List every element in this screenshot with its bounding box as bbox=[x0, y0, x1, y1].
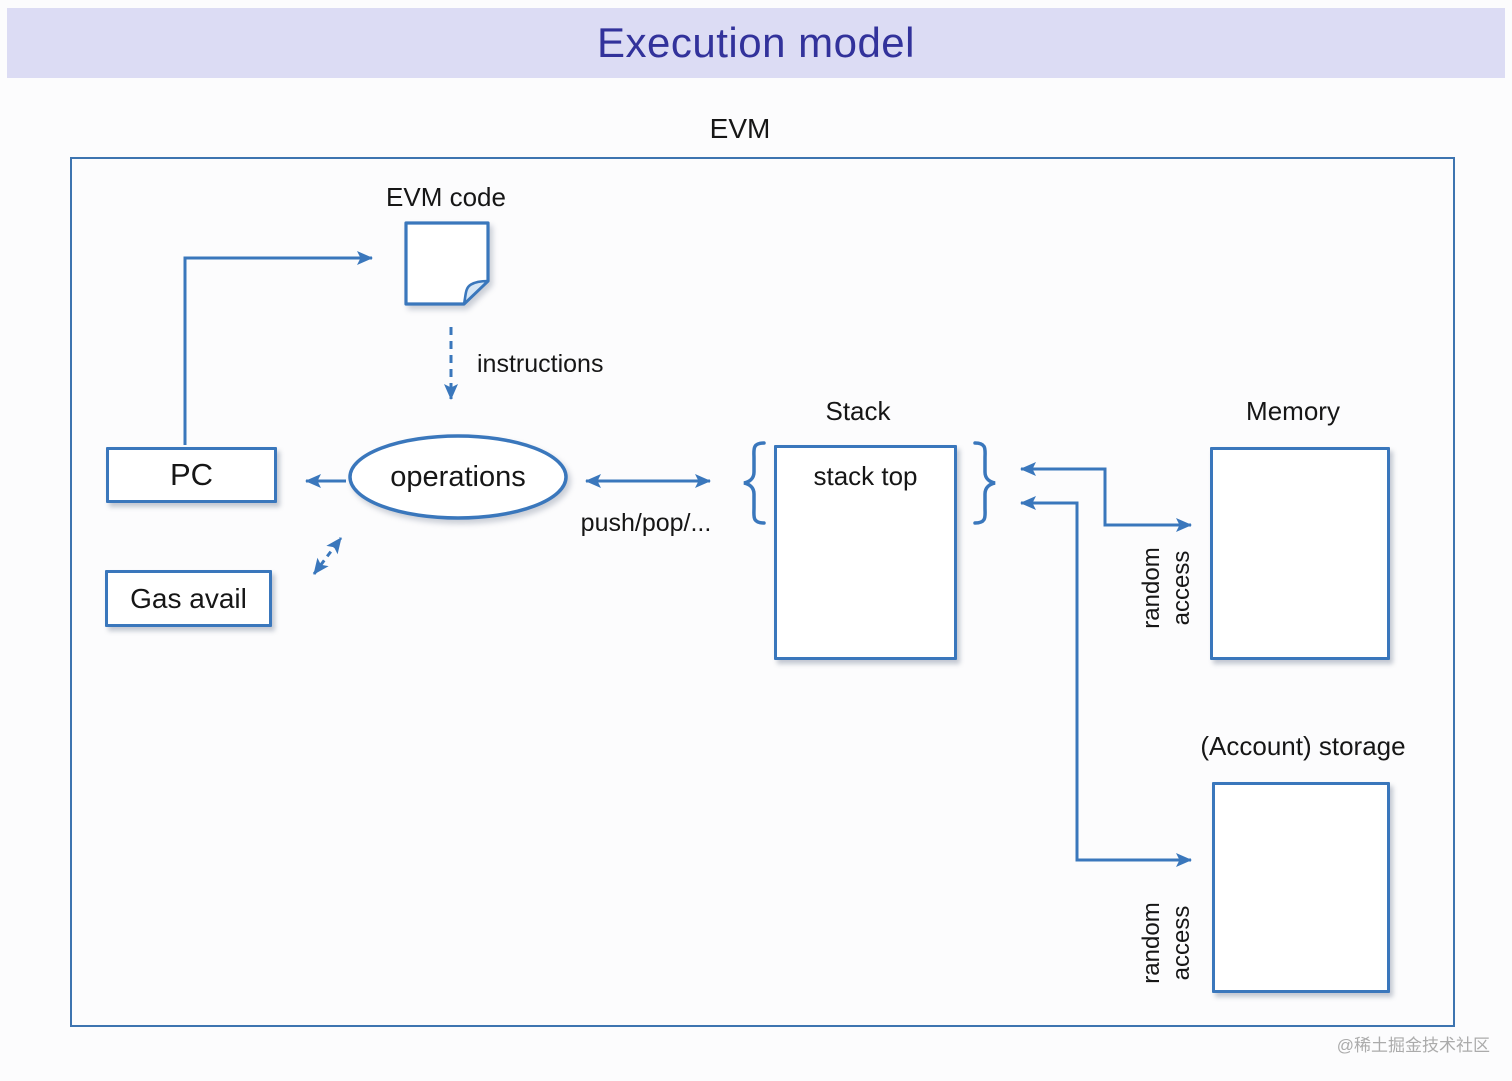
stack-node: stack top bbox=[774, 445, 957, 660]
operations-label: operations bbox=[390, 461, 526, 493]
evm-container-box bbox=[70, 157, 1455, 1027]
evm-code-label: EVM code bbox=[386, 182, 506, 212]
stack-top-label: stack top bbox=[813, 461, 918, 491]
push-pop-label: push/pop/... bbox=[580, 509, 712, 537]
stack-label: Stack bbox=[825, 396, 891, 426]
storage-random-access-line2: access bbox=[1168, 905, 1195, 981]
memory-node bbox=[1210, 447, 1390, 660]
memory-random-access-line2: access bbox=[1168, 550, 1195, 626]
watermark: @稀土掘金技术社区 bbox=[1336, 1036, 1490, 1055]
storage-random-access-label: random access bbox=[1137, 883, 1197, 1003]
pc-node: PC bbox=[106, 447, 277, 503]
memory-random-access-line1: random bbox=[1138, 547, 1165, 629]
gas-avail-node: Gas avail bbox=[105, 570, 272, 627]
storage-random-access-line1: random bbox=[1138, 902, 1165, 984]
page-title: Execution model bbox=[7, 8, 1505, 78]
instructions-label: instructions bbox=[477, 350, 604, 378]
storage-node bbox=[1212, 782, 1390, 993]
storage-label: (Account) storage bbox=[1200, 731, 1406, 761]
memory-random-access-label: random access bbox=[1137, 528, 1197, 648]
evm-container-label: EVM bbox=[709, 113, 771, 144]
memory-label: Memory bbox=[1246, 396, 1340, 426]
